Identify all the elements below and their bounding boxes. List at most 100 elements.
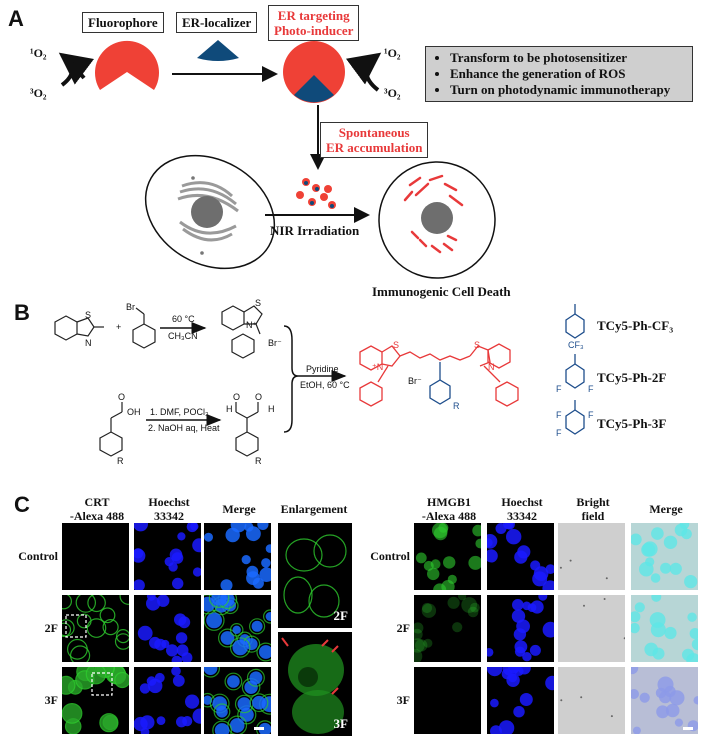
row-label-control-left: Control bbox=[18, 549, 58, 563]
panel-a-letter: A bbox=[8, 6, 24, 31]
micrograph-mergeR-control bbox=[631, 523, 698, 590]
product-s1: S bbox=[393, 340, 400, 350]
3f-bl-f: F bbox=[556, 428, 562, 438]
o2-triplet-left: ³O₂ bbox=[30, 86, 47, 100]
benzothiazolium-salt bbox=[221, 305, 263, 359]
dialdehyde-h1: H bbox=[226, 404, 233, 414]
photo-inducer-line2: Photo-inducer bbox=[274, 23, 354, 38]
outcome-label: Immunogenic Cell Death bbox=[372, 284, 511, 299]
dialdehyde-o1: O bbox=[233, 392, 241, 402]
micrograph-hoechst-control bbox=[487, 523, 554, 590]
er-localizer-label: ER-localizer bbox=[176, 12, 258, 33]
er-localizer-text: ER-localizer bbox=[182, 15, 252, 30]
right-cycle-arrow bbox=[345, 52, 382, 92]
meso-aryl-group bbox=[429, 362, 451, 405]
dying-nucleus bbox=[421, 202, 453, 234]
scale-bar bbox=[254, 727, 264, 730]
salt-s: S bbox=[255, 298, 262, 308]
o2-singlet-right: ¹O₂ bbox=[384, 46, 401, 60]
row-label-control-right: Control bbox=[370, 549, 410, 563]
micrograph-bf-3f bbox=[558, 667, 625, 734]
healthy-nucleus bbox=[191, 196, 223, 228]
accumulation-line1: Spontaneous bbox=[338, 125, 410, 140]
panel-a-scheme bbox=[58, 40, 496, 279]
micrograph-merge-2f bbox=[204, 595, 271, 662]
dialdehyde-h2: H bbox=[268, 404, 275, 414]
probe-dots bbox=[296, 178, 336, 209]
reactant-benzothiazole bbox=[54, 315, 104, 341]
atom-s: S bbox=[85, 310, 92, 320]
atom-br: Br bbox=[126, 302, 135, 312]
panel-b-synthesis bbox=[54, 304, 585, 457]
substituent-cf3-structure bbox=[565, 304, 585, 339]
step1-conditions-bottom: CH₃CN bbox=[168, 331, 198, 341]
enlargement-2f: 2F bbox=[278, 523, 352, 628]
product-n2: N bbox=[488, 362, 495, 372]
micrograph-crt-2f bbox=[62, 595, 129, 662]
micrograph-hmgb1-3f bbox=[414, 667, 481, 734]
atom-n: N bbox=[85, 338, 92, 348]
micrograph-hoechst-2f bbox=[134, 595, 201, 662]
row-label-2f-left: 2F bbox=[44, 621, 58, 635]
enlargement-3f: 3F bbox=[278, 632, 352, 736]
cyanine-core bbox=[359, 343, 519, 407]
row-label-3f-left: 3F bbox=[44, 693, 58, 707]
panel-b-letter: B bbox=[14, 300, 30, 325]
3f-tl-f: F bbox=[556, 410, 562, 420]
enlargement-2f-image bbox=[283, 534, 347, 618]
red-arrows bbox=[281, 637, 339, 695]
salt-n: N⁺ bbox=[246, 320, 258, 330]
micrograph-hoechst-2f bbox=[487, 595, 554, 662]
compound-cf3-name: TCy5-Ph-CF₃ bbox=[597, 318, 674, 333]
photo-inducer-localizer bbox=[294, 75, 334, 103]
header-hoechst-left: Hoechst 33342 bbox=[148, 495, 190, 523]
product-s2: S bbox=[474, 340, 481, 350]
photo-inducer-shape bbox=[283, 41, 345, 103]
accumulation-label: Spontaneous ER accumulation bbox=[320, 122, 429, 158]
header-hoechst-right: Hoechst 33342 bbox=[501, 495, 543, 523]
3f-tr-f: F bbox=[588, 410, 594, 420]
blocked-x-icon bbox=[70, 62, 86, 80]
compound-3f-name: TCy5-Ph-3F bbox=[597, 416, 667, 431]
step2-conditions-top: 1. DMF, POCl₃ bbox=[150, 407, 209, 417]
enlargement-3f-image bbox=[281, 637, 344, 734]
er-localizer-shape bbox=[197, 40, 239, 61]
product-br: Br⁻ bbox=[408, 376, 422, 386]
micrograph-hoechst-3f bbox=[487, 667, 554, 734]
dialdehyde bbox=[235, 402, 259, 457]
micrograph-hmgb1-control bbox=[414, 523, 481, 590]
fluorophore-shape bbox=[95, 40, 159, 90]
header-brightfield: Bright field bbox=[576, 495, 610, 523]
micrograph-crt-3f bbox=[62, 667, 129, 734]
acid-oh: OH bbox=[127, 407, 141, 417]
2f-left-f: F bbox=[556, 384, 562, 394]
dying-cell bbox=[378, 161, 496, 279]
compound-2f-name: TCy5-Ph-2F bbox=[597, 370, 667, 385]
micrograph-bf-2f bbox=[558, 595, 625, 662]
micrograph-hoechst-3f bbox=[134, 667, 201, 734]
enlargement-3f-tag: 3F bbox=[333, 716, 348, 731]
zoom-region-box bbox=[91, 672, 113, 696]
fluorophore-label: Fluorophore bbox=[82, 12, 164, 33]
2f-right-f: F bbox=[588, 384, 594, 394]
micrograph-mergeR-3f bbox=[631, 667, 698, 734]
scale-bar bbox=[683, 727, 693, 730]
reactant-benzyl-bromide bbox=[132, 307, 156, 349]
acid-r: R bbox=[117, 456, 124, 466]
micrograph-crt-control bbox=[62, 523, 129, 590]
micrograph-merge-control bbox=[204, 523, 271, 590]
micrograph-hmgb1-2f bbox=[414, 595, 481, 662]
dialdehyde-r: R bbox=[255, 456, 262, 466]
left-cycle-arrow bbox=[58, 52, 94, 87]
header-hmgb1: HMGB1 -Alexa 488 bbox=[421, 495, 477, 523]
micrograph-merge-3f bbox=[204, 667, 271, 734]
header-enlargement: Enlargement bbox=[280, 502, 348, 516]
salt-br: Br⁻ bbox=[268, 338, 282, 348]
benefit-item: Turn on photodynamic immunotherapy bbox=[450, 82, 684, 98]
benefits-box: Transform to be photosensitizer Enhance … bbox=[425, 46, 693, 102]
healthy-cell bbox=[144, 154, 276, 270]
row-label-3f-right: 3F bbox=[396, 693, 410, 707]
step3-conditions-top: Pyridine bbox=[306, 364, 339, 374]
header-merge-right: Merge bbox=[649, 502, 683, 516]
substituent-2f-structure bbox=[565, 354, 585, 389]
